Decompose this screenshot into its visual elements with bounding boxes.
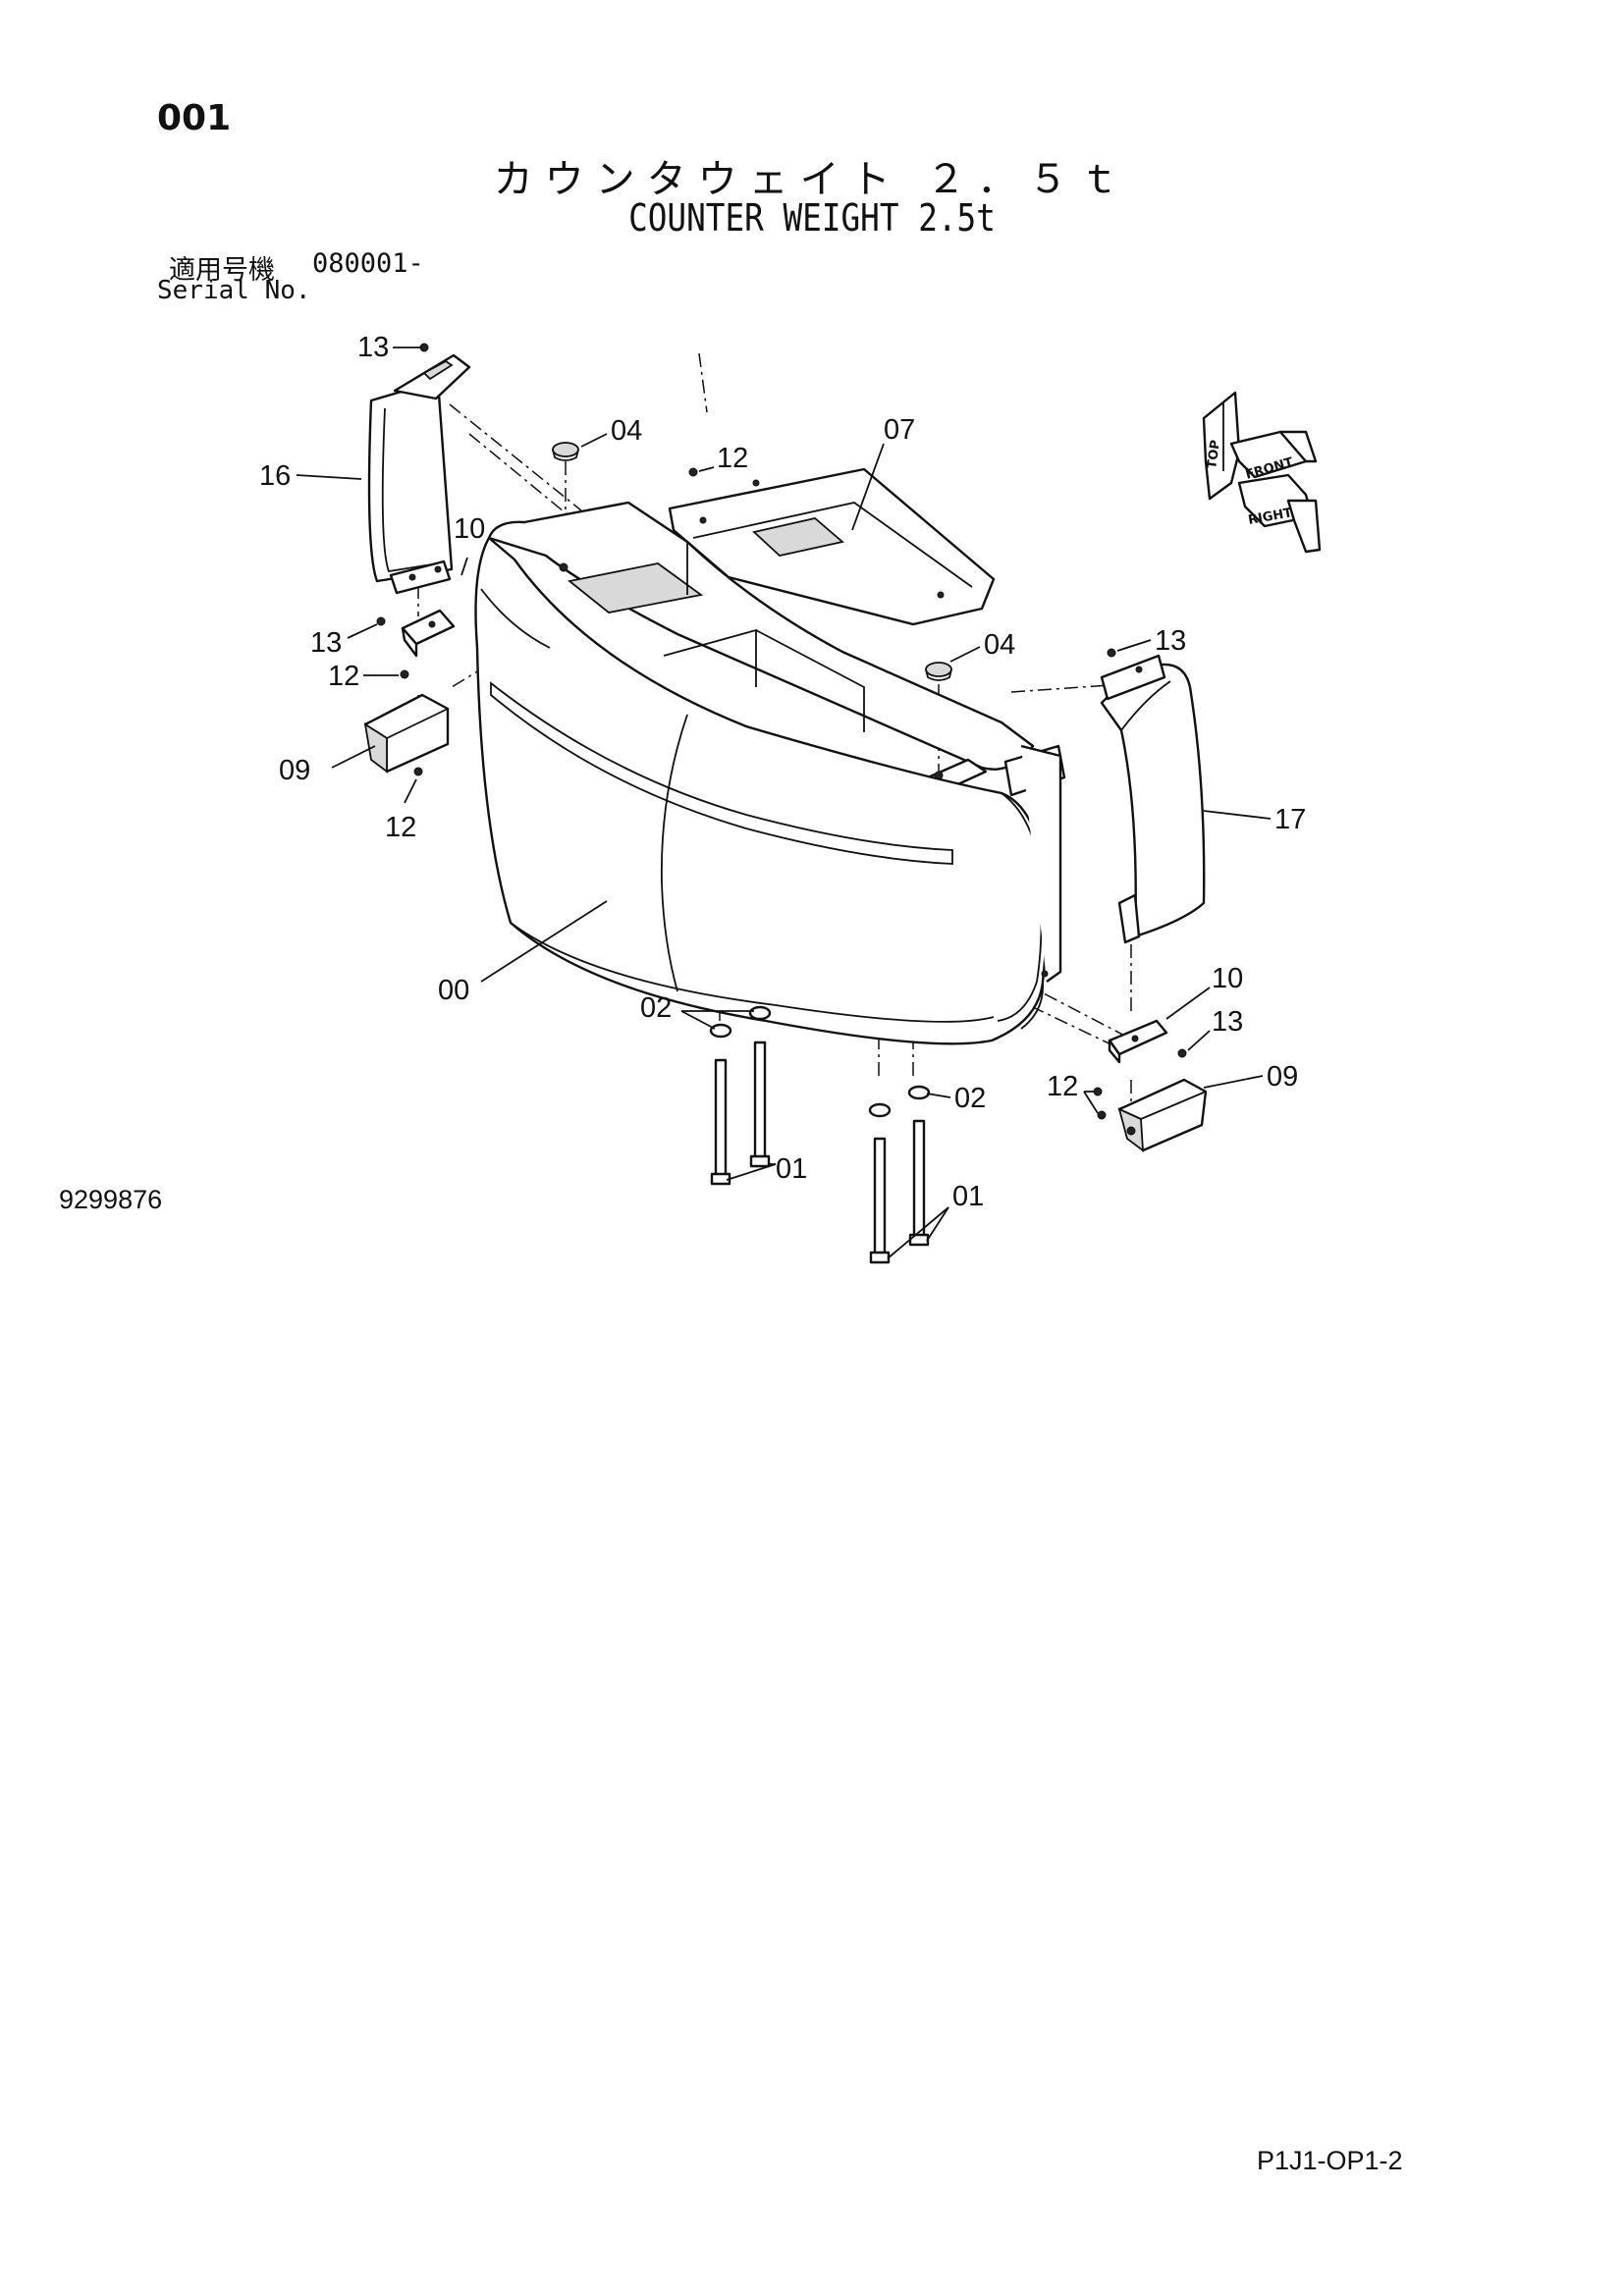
part-16-left-cover — [367, 353, 471, 595]
title-japanese: カウンタウェイト ２．５ｔ — [493, 157, 1131, 202]
orientation-indicator: TOP FRONT RIGHT — [1202, 391, 1322, 554]
callout-17: 17 — [1274, 804, 1306, 835]
drawing-number: 9299876 — [59, 1185, 163, 1214]
callout-09: 09 — [1267, 1061, 1298, 1093]
serial-range: 080001- — [312, 248, 424, 279]
part-00-counterweight-body — [474, 501, 1066, 1045]
callout-01: 01 — [776, 1153, 807, 1185]
callout-01: 01 — [952, 1181, 984, 1212]
callout-10: 10 — [454, 513, 485, 545]
callout-10: 10 — [1212, 963, 1243, 994]
serial-label-japanese: 適用号機 — [169, 255, 275, 286]
part-10-right-bracket — [1108, 1019, 1168, 1064]
page-number: 001 — [157, 98, 232, 138]
part-10-left-bracket — [401, 609, 456, 658]
callout-02: 02 — [954, 1083, 986, 1114]
part-07-top-plate — [668, 467, 996, 626]
callout-07: 07 — [884, 414, 915, 446]
callout-02: 02 — [640, 992, 672, 1024]
part-09-right-block — [1117, 1078, 1208, 1152]
callout-16: 16 — [259, 460, 291, 492]
callout-12: 12 — [328, 661, 359, 692]
callout-13: 13 — [1155, 625, 1186, 657]
callout-12: 12 — [717, 443, 748, 474]
fasteners — [376, 343, 1187, 1264]
title-english: COUNTER WEIGHT 2.5t — [628, 196, 996, 240]
callout-13: 13 — [357, 332, 389, 363]
page-code: P1J1-OP1-2 — [1257, 2146, 1403, 2175]
callout-13: 13 — [1212, 1006, 1243, 1038]
callout-12: 12 — [1047, 1071, 1078, 1102]
callout-09: 09 — [279, 755, 310, 786]
callout-12: 12 — [385, 812, 416, 843]
serial-label-english: Serial No. — [157, 276, 311, 305]
callout-labels: 13 16 04 12 07 10 13 12 09 12 04 13 17 0… — [259, 332, 1306, 1212]
callout-04: 04 — [984, 629, 1015, 661]
orientation-top-label: TOP — [1205, 439, 1223, 469]
callout-04: 04 — [611, 415, 642, 447]
leader-lines — [296, 347, 1272, 1259]
callout-13: 13 — [310, 627, 342, 659]
callout-00: 00 — [438, 975, 469, 1006]
part-17-right-cover — [1100, 654, 1206, 944]
part-09-left-block — [363, 693, 450, 774]
